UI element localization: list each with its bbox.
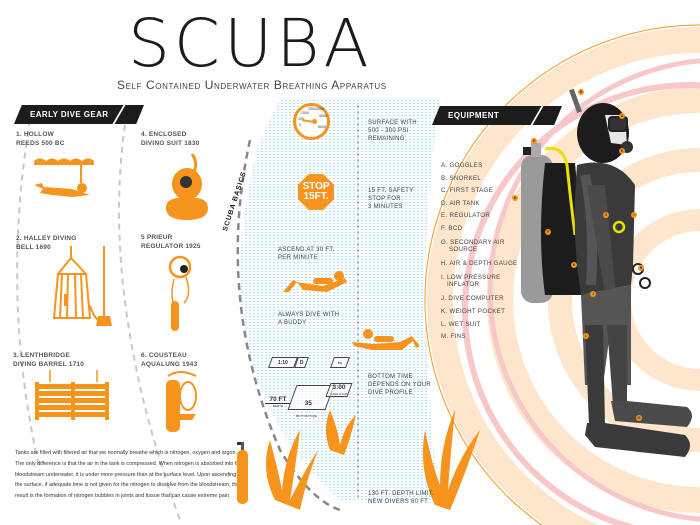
- equipment-item-regulator: E. REGULATOR: [441, 212, 491, 220]
- marker-a: A: [619, 113, 625, 119]
- marker-f: F: [545, 229, 551, 235]
- ascending-diver-icon: [283, 271, 347, 292]
- scuba-diver-illustration: [521, 88, 692, 457]
- equipment-banner-label: EQUIPMENT: [448, 111, 500, 120]
- marker-m: M: [636, 415, 642, 421]
- marker-c: C: [531, 138, 537, 144]
- equipment-item-first-stage: C. FIRST STAGE: [441, 187, 494, 195]
- buddy-diver-icon: [352, 329, 420, 350]
- diving-bell-icon: [52, 246, 112, 326]
- equipment-banner: EQUIPMENT: [432, 106, 562, 125]
- air-tank-icon: [237, 442, 248, 504]
- marker-b: B: [578, 89, 584, 95]
- equipment-item-bcd: F. BCD: [441, 224, 463, 232]
- marker-j: J: [590, 291, 596, 297]
- prieur-regulator-icon: [168, 255, 192, 331]
- diving-helmet-icon: [166, 153, 208, 220]
- marker-k: K: [571, 262, 577, 268]
- gauge-hub: [312, 119, 317, 124]
- dive-table-bottom-time-label: BOTTOM TIME: [296, 414, 317, 418]
- marker-l: L: [583, 333, 589, 339]
- marker-i: I: [631, 212, 637, 218]
- equipment-item-air-tank: D. AIR TANK: [441, 199, 480, 207]
- equipment-item-gauge: H. AIR & DEPTH GAUGE: [441, 260, 518, 268]
- marker-g: G: [603, 212, 609, 218]
- aqualung-icon: [166, 371, 197, 432]
- marker-h: H: [638, 265, 644, 271]
- equipment-item-snorkel: B. SNORKEL: [441, 174, 482, 182]
- equipment-item-fins: M. FINS: [441, 333, 466, 341]
- seaweed: [266, 410, 480, 510]
- equipment-item-dive-computer: J. DIVE COMPUTER: [441, 295, 504, 303]
- snorkel-swimmer-icon: [34, 158, 94, 197]
- page-subtitle: Self Contained Underwater Breathing Appa…: [117, 78, 387, 92]
- pressure-gauge-icon: 0 100 1000 2000 3000 4000 5000: [293, 103, 330, 140]
- equipment-item-wet-suit: L. WET SUIT: [441, 320, 481, 328]
- marker-e: E: [619, 148, 625, 154]
- nitrogen-explanation-text: Tanks are filled with filtered air that …: [15, 450, 243, 500]
- diving-barrel-icon: [35, 370, 109, 420]
- early-dive-gear-banner: EARLY DIVE GEAR: [14, 105, 144, 124]
- dive-table-depth: 70 FT DEPTH: [265, 396, 291, 408]
- equipment-item-weight-pocket: K. WEIGHT POCKET: [441, 307, 506, 315]
- step-ascend-rate: ASCEND AT 30 FT.PER MINUTE: [278, 247, 335, 261]
- marker-d: D: [512, 195, 518, 201]
- step-depth-limit: 130 FT. DEPTH LIMIT.NEW DIVERS 60 FT.: [368, 491, 435, 505]
- page-title: SCUBA: [128, 5, 373, 82]
- equipment-list: A. GOGGLES B. SNORKEL C. FIRST STAGE D. …: [441, 160, 546, 344]
- equipment-item-goggles: A. GOGGLES: [441, 162, 483, 169]
- early-dive-gear-banner-label: EARLY DIVE GEAR: [30, 110, 109, 119]
